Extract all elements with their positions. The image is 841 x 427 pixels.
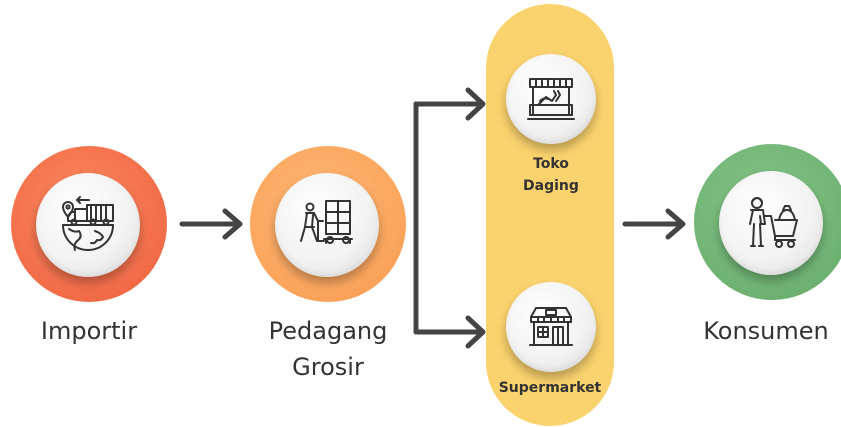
importir-icon-circle [36, 173, 140, 277]
toko-daging-label: Toko Daging [496, 153, 606, 197]
pedagang-label-line2: Grosir [292, 353, 364, 381]
supermarket-node [506, 282, 596, 372]
arrow-retail-to-konsumen [622, 208, 686, 240]
shopper-cart-icon [749, 197, 798, 248]
globe-truck-icon [62, 196, 114, 251]
toko-daging-node [506, 54, 596, 144]
toko-label-line1: Toko [533, 156, 569, 172]
supermarket-label: Supermarket [498, 380, 602, 396]
pedagang-grosir-node [250, 146, 406, 302]
market-stall-icon [527, 78, 575, 120]
importir-label: Importir [40, 317, 138, 345]
toko-label-line2: Daging [523, 178, 579, 194]
konsumen-label: Konsumen [703, 317, 829, 345]
pedagang-label-line1: Pedagang [268, 317, 388, 345]
warehouse-worker-icon [300, 200, 353, 244]
pedagang-icon-circle [275, 173, 379, 277]
konsumen-node [694, 144, 841, 300]
importir-node [11, 146, 167, 302]
store-icon [529, 307, 573, 346]
konsumen-icon-circle [719, 171, 823, 275]
arrow-branch-to-retail [413, 87, 486, 349]
arrow-importir-to-pedagang [179, 208, 243, 240]
pedagang-grosir-label: Pedagang Grosir [258, 313, 398, 385]
